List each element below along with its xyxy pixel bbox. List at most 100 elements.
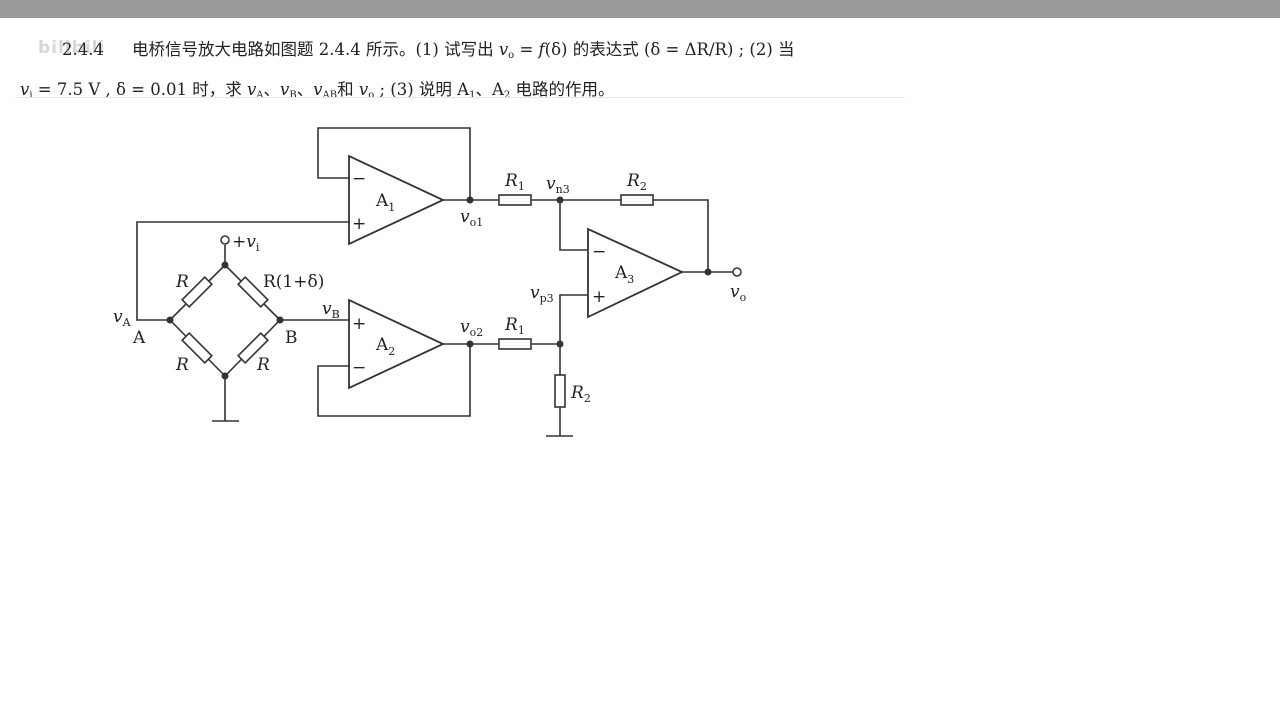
junction-bridge-top — [221, 261, 229, 269]
svg-text:R2: R2 — [570, 383, 591, 405]
vo-label: v — [730, 282, 740, 302]
resistors — [498, 194, 654, 408]
a1-label-sub: 1 — [388, 201, 395, 214]
a1-minus-sign: − — [352, 169, 366, 189]
vb-symbol: v — [280, 80, 290, 99]
junction-node-b — [276, 316, 284, 324]
bridge-resistor-top-right — [237, 276, 269, 308]
problem-line-2: vi = 7.5 V , δ = 0.01 时，求 vA、vB、vAB和 vo … — [20, 73, 910, 113]
junction-vo — [704, 268, 712, 276]
a2-label-sub: 2 — [388, 345, 395, 358]
svg-text:A1: A1 — [375, 191, 395, 214]
vo-symbol: v — [358, 80, 369, 99]
watermark: bilibili — [38, 38, 106, 58]
a1-letter: A — [457, 80, 470, 99]
node-a-to-a1-wire — [136, 221, 349, 321]
problem-text: = — [514, 40, 539, 59]
va-subscript: A — [256, 90, 264, 101]
bridge-resistor-top-left — [181, 276, 213, 308]
r1-top-label-sub: 1 — [518, 180, 525, 193]
junction-vn3 — [556, 196, 564, 204]
signal-labels: vA vB vo1 vo2 vn3 vp3 vo — [113, 174, 747, 339]
junction-bridge-bottom — [221, 372, 229, 380]
resistor-r2-bottom — [554, 374, 566, 408]
r2-feedback-wire — [653, 199, 709, 272]
vo-subscript: o — [508, 50, 515, 61]
a2-label: A — [375, 335, 389, 355]
label-r-bottom-left: R — [175, 355, 189, 375]
r2-top-label-sub: 2 — [640, 180, 647, 193]
supply-label: +v — [232, 232, 256, 252]
supply-label-sub: i — [256, 241, 260, 254]
vb-label: v — [322, 299, 332, 319]
vo-label-sub: o — [740, 291, 747, 304]
separator: 、 — [296, 80, 314, 99]
vn3-label: v — [546, 174, 556, 194]
label-node-a: A — [132, 328, 146, 348]
va-label: v — [113, 307, 123, 327]
top-bar — [0, 0, 1280, 18]
svg-text:vo: vo — [730, 282, 747, 304]
vp3-to-a3-wire — [559, 294, 588, 344]
svg-text:vp3: vp3 — [530, 283, 554, 305]
wires — [136, 127, 733, 437]
label-r-bottom-right: R — [256, 355, 270, 375]
label-node-b: B — [285, 328, 298, 348]
problem-text: = 7.5 V , δ = 0.01 时，求 — [32, 80, 247, 99]
problem-text: 电桥信号放大电路如图题 2.4.4 所示。(1) 试写出 — [132, 40, 499, 59]
separator: 、 — [475, 80, 492, 99]
va-symbol: v — [246, 80, 257, 99]
a3-label: A — [614, 263, 628, 283]
vp3-label: v — [530, 283, 540, 303]
resistor-r2-top — [620, 194, 654, 206]
resistor-r1-top — [498, 194, 532, 206]
r1-bottom-label: R — [504, 315, 518, 335]
a1-subscript: 1 — [469, 90, 476, 101]
svg-text:R1: R1 — [504, 315, 525, 337]
opamp-a2 — [348, 298, 446, 390]
vn3-to-a3-wire — [559, 200, 588, 251]
bridge-resistors — [181, 276, 269, 364]
f-symbol: f — [538, 40, 545, 59]
bridge-resistor-bottom-left — [181, 332, 213, 364]
r2-bottom-label: R — [570, 383, 584, 403]
problem-text: (δ) 的表达式 (δ = ΔR/R) ; (2) 当 — [544, 40, 795, 59]
bridge-labels: +vi R R(1+δ) R R A B — [132, 232, 324, 375]
svg-text:R2: R2 — [626, 171, 647, 193]
a2-letter: A — [491, 80, 504, 99]
separator: 、 — [263, 80, 281, 99]
junction-vo2 — [466, 340, 474, 348]
a1-label: A — [375, 191, 389, 211]
resistor-labels: R1 R2 R1 R2 — [504, 171, 647, 405]
r1-top-label: R — [504, 171, 518, 191]
svg-text:A2: A2 — [375, 335, 395, 358]
a3-minus-sign: − — [592, 242, 606, 262]
svg-text:vA: vA — [113, 307, 132, 329]
vi-symbol: v — [20, 80, 30, 99]
problem-text: 和 — [337, 80, 359, 99]
r2-top-label: R — [626, 171, 640, 191]
vb-label-sub: B — [332, 308, 340, 321]
resistor-r1-bottom — [498, 338, 532, 350]
a3-plus-sign: + — [592, 287, 606, 307]
problem-text: 电路的作用。 — [510, 80, 615, 99]
junction-vp3 — [556, 340, 564, 348]
polarity-signs: − + + − − + — [352, 169, 606, 378]
svg-text:R1: R1 — [504, 171, 525, 193]
svg-text:vn3: vn3 — [546, 174, 570, 196]
terminal-supply — [220, 235, 230, 245]
problem-text: ; (3) 说明 — [374, 80, 458, 99]
va-label-sub: A — [122, 316, 132, 329]
junction-node-a — [166, 316, 174, 324]
vn3-label-sub: n3 — [556, 183, 570, 196]
r2-bottom-label-sub: 2 — [584, 392, 591, 405]
a2-subscript: 2 — [503, 90, 511, 101]
vp3-label-sub: p3 — [540, 292, 554, 305]
svg-text:vB: vB — [322, 299, 340, 321]
a2-minus-sign: − — [352, 358, 366, 378]
divider — [15, 97, 905, 98]
opamp-a1 — [348, 154, 446, 246]
